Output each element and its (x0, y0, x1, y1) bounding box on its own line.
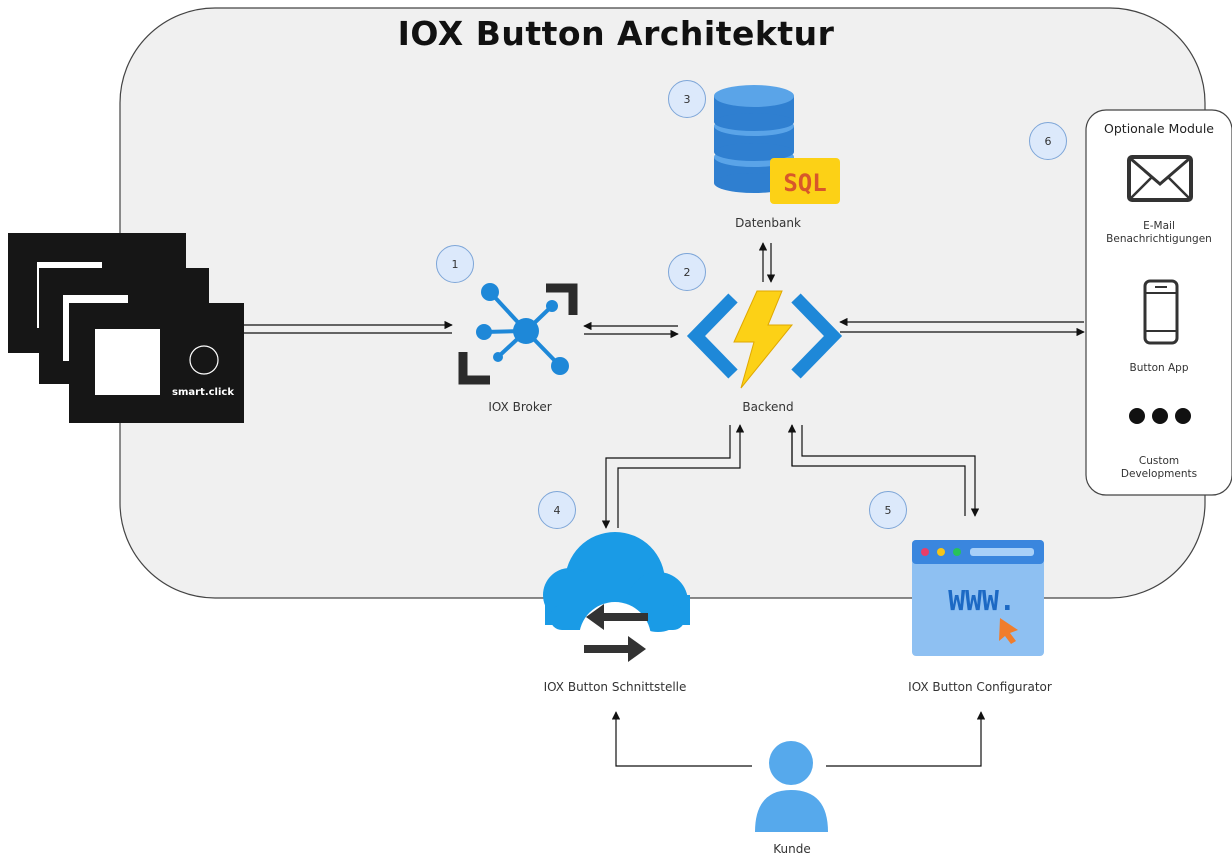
module-custom-line2: Developments (1120, 468, 1198, 480)
backend-label: Backend (742, 400, 794, 414)
smart-button-devices (8, 233, 244, 423)
envelope-icon (1127, 155, 1193, 202)
broker-label: IOX Broker (488, 400, 552, 414)
module-email-label: E-Mail Benachrichtigungen (1086, 220, 1232, 246)
interface-label: IOX Button Schnittstelle (543, 680, 687, 694)
optional-modules-panel (1085, 109, 1232, 496)
diagram-title: IOX Button Architektur (397, 14, 835, 53)
badge-4: 4 (538, 491, 576, 529)
optional-modules-title: Optionale Module (1104, 121, 1214, 136)
configurator-label: IOX Button Configurator (908, 680, 1052, 694)
module-custom-line1: Custom (1138, 455, 1180, 467)
device-brand-label: smart.click (172, 387, 234, 398)
badge-6: 6 (1029, 122, 1067, 160)
customer-label: Kunde (773, 842, 811, 856)
broker-hub-icon (458, 283, 578, 385)
user-icon (755, 741, 828, 832)
smartphone-icon (1143, 279, 1179, 345)
badge-5: 5 (869, 491, 907, 529)
cloud-api-icon (543, 532, 690, 674)
module-email-line1: E-Mail (1143, 220, 1175, 232)
badge-2: 2 (668, 253, 706, 291)
database-sql-icon: SQL (714, 85, 840, 204)
three-dots-icon (1129, 408, 1191, 424)
module-custom-label: Custom Developments (1086, 455, 1232, 481)
connection-arrows (244, 242, 1085, 767)
module-app-label: Button App (1086, 362, 1232, 375)
browser-www-icon: WWW. (912, 540, 1044, 656)
architecture-container (119, 7, 1206, 599)
badge-1: 1 (436, 245, 474, 283)
www-label: WWW. (948, 584, 1015, 617)
module-email-line2: Benachrichtigungen (1106, 233, 1212, 245)
backend-function-icon (686, 290, 843, 389)
module-app-line1: Button App (1129, 362, 1189, 374)
sql-label: SQL (783, 169, 826, 197)
database-label: Datenbank (735, 216, 801, 230)
badge-3: 3 (668, 80, 706, 118)
